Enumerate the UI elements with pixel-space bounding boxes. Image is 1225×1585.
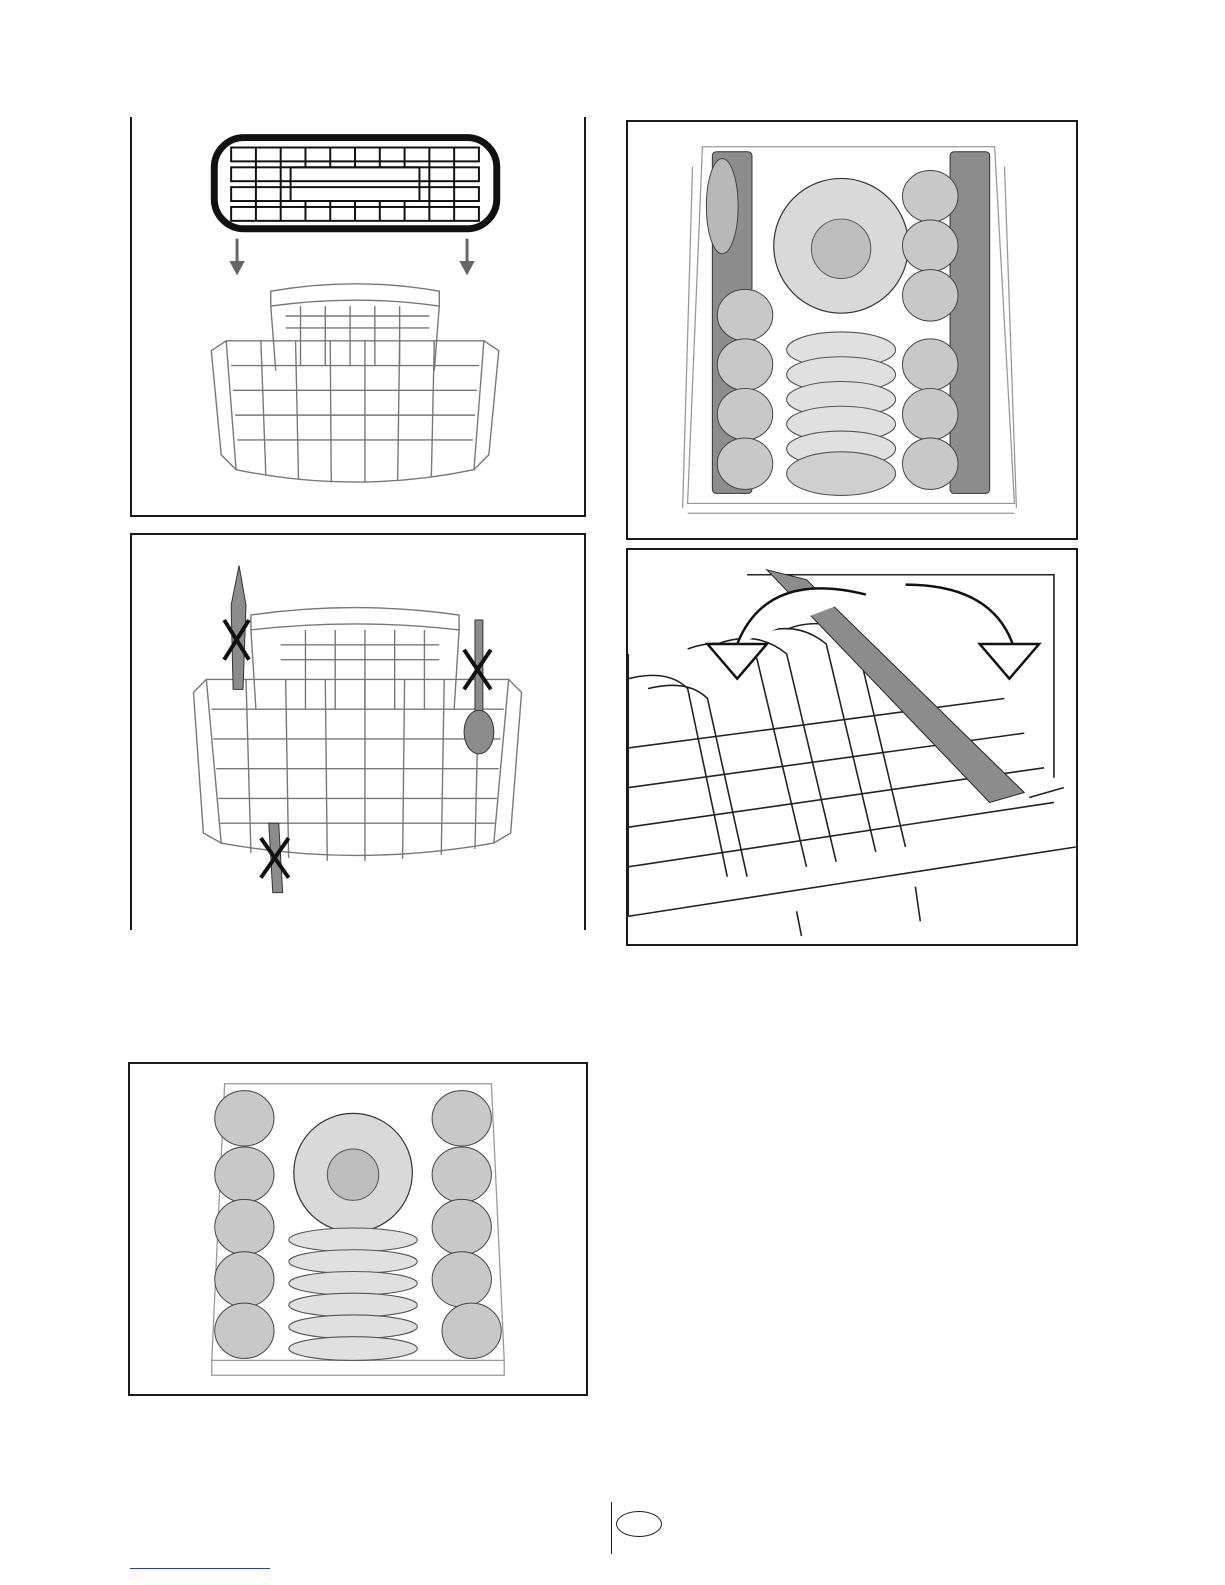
large-plate: [774, 178, 909, 313]
stacked-bowls: [787, 332, 896, 495]
upper-rack-illustration: [628, 122, 1076, 538]
figure-upper-rack-loaded: [626, 120, 1078, 540]
cups-right: [432, 1091, 501, 1359]
lower-rack-illustration: [130, 1064, 586, 1394]
cutlery-basket: [211, 284, 498, 483]
figure-cutlery-prohibited: [130, 533, 586, 930]
down-arrow-icon: [230, 239, 474, 275]
stacked-plates: [289, 1228, 417, 1360]
page-number-badge: [616, 1511, 662, 1537]
figure-cutlery-basket-grid: [130, 117, 586, 517]
cutlery-basket-grid-illustration: [132, 117, 584, 515]
footer-divider: [611, 1502, 612, 1554]
large-plate: [294, 1113, 413, 1232]
cross-icon: [224, 620, 491, 878]
figure-folding-support: [626, 548, 1078, 946]
footer-link-underline[interactable]: [130, 1568, 270, 1569]
cups-left: [215, 1091, 274, 1359]
folding-support-illustration: [628, 550, 1076, 944]
figure-lower-rack: [128, 1062, 588, 1396]
cutlery-prohibited-illustration: [132, 535, 584, 930]
grid-insert: [214, 138, 497, 229]
